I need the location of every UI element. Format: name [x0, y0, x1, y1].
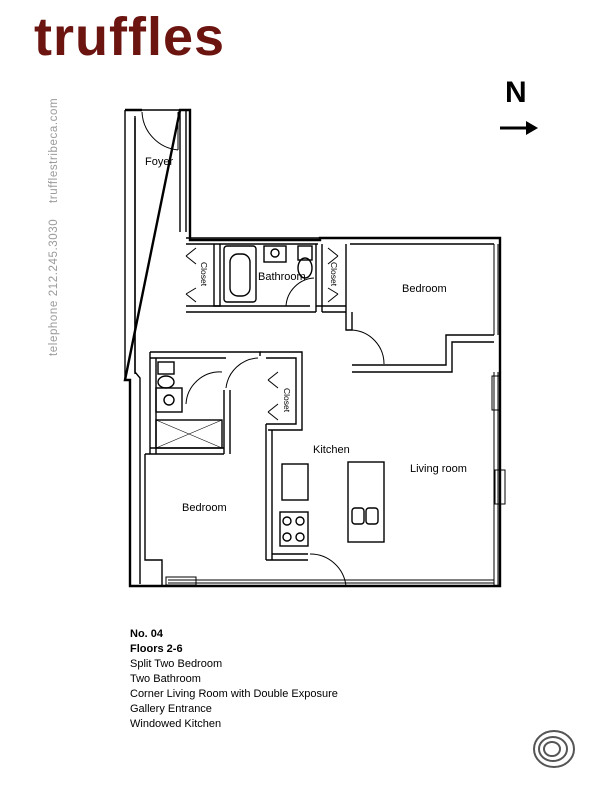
- room-label-bedroom-2: Bedroom: [182, 502, 227, 514]
- room-label-closet-2: Closet: [329, 262, 339, 287]
- feature-item: Split Two Bedroom: [130, 658, 223, 670]
- feature-item: Gallery Entrance: [130, 703, 212, 715]
- north-compass: N: [498, 78, 542, 138]
- spiral-logo-icon: [533, 730, 575, 768]
- outer-wall: [123, 108, 502, 588]
- room-label-kitchen: Kitchen: [313, 444, 350, 456]
- north-label: N: [505, 76, 527, 109]
- room-labels: Foyer Closet Bathroom Closet Bedroom Clo…: [145, 156, 467, 514]
- room-label-bathroom: Bathroom: [258, 271, 306, 283]
- floor-plan: Foyer Closet Bathroom Closet Bedroom Clo…: [123, 108, 506, 588]
- room-label-living-room: Living room: [410, 463, 467, 475]
- room-label-closet-1: Closet: [199, 262, 209, 287]
- unit-floors: Floors 2-6: [130, 643, 183, 655]
- room-label-foyer: Foyer: [145, 156, 173, 168]
- unit-info: No. 04 Floors 2-6 Split Two Bedroom Two …: [130, 627, 338, 732]
- feature-item: Two Bathroom: [130, 673, 201, 685]
- arrow-right-icon: [500, 121, 538, 135]
- room-label-closet-3: Closet: [282, 388, 292, 413]
- feature-item: Corner Living Room with Double Exposure: [130, 688, 338, 700]
- feature-item: Windowed Kitchen: [130, 718, 222, 730]
- unit-number: No. 04: [130, 628, 164, 640]
- room-label-bedroom-1: Bedroom: [402, 283, 447, 295]
- brand-logo: truffles: [34, 7, 226, 67]
